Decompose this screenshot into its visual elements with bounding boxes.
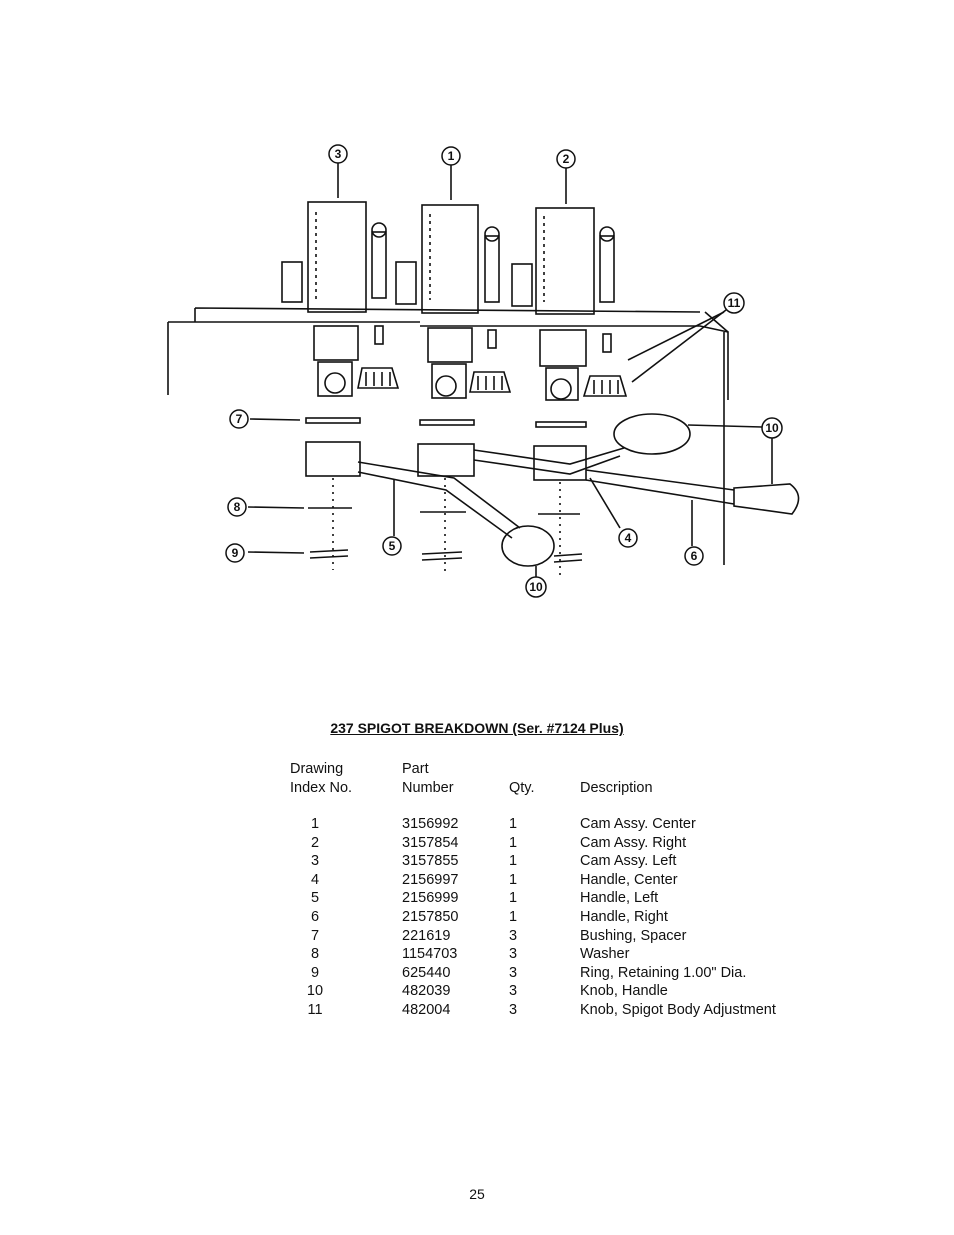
cell-part: 482004	[402, 1001, 451, 1018]
table-row: 2 3157854 1 Cam Assy. Right	[0, 834, 954, 853]
callout-11: 11	[728, 296, 741, 310]
table-row: 8 1154703 3 Washer	[0, 945, 954, 964]
callout-1: 1	[448, 149, 455, 163]
cell-index: 1	[310, 816, 320, 832]
callout-8: 8	[234, 500, 241, 514]
cell-description: Bushing, Spacer	[580, 927, 687, 944]
cell-description: Cam Assy. Left	[580, 853, 677, 870]
cell-description: Cam Assy. Right	[580, 834, 687, 851]
cell-description: Handle, Right	[580, 908, 668, 925]
header-index: Drawing Index No.	[290, 760, 352, 798]
table-row: 10 482039 3 Knob, Handle	[0, 982, 954, 1001]
callout-9: 9	[232, 546, 239, 560]
cell-description: Ring, Retaining 1.00" Dia.	[580, 964, 747, 981]
cell-index: 2	[310, 834, 320, 851]
header-part-line1: Part	[402, 761, 429, 777]
header-description: Description	[580, 780, 653, 796]
header-part-line2: Number	[402, 780, 454, 796]
callout-4: 4	[625, 531, 632, 545]
callout-6: 6	[691, 549, 698, 563]
cell-index: 11	[307, 1001, 323, 1018]
cell-qty: 1	[509, 834, 518, 851]
cell-qty: 3	[509, 983, 518, 1000]
cell-qty: 1	[509, 871, 518, 888]
cell-index: 9	[310, 964, 320, 981]
callout-5: 5	[389, 539, 396, 553]
page-title: 237 SPIGOT BREAKDOWN (Ser. #7124 Plus)	[330, 720, 624, 736]
table-row: 11 482004 3 Knob, Spigot Body Adjustment	[0, 1001, 954, 1020]
cell-qty: 1	[509, 853, 518, 870]
cell-index: 10	[306, 983, 324, 1000]
cell-description: Knob, Handle	[580, 983, 668, 1000]
cell-index: 8	[310, 946, 320, 963]
table-row: 5 2156999 1 Handle, Left	[0, 889, 954, 908]
cell-qty: 3	[509, 964, 518, 981]
table-row: 9 625440 3 Ring, Retaining 1.00" Dia.	[0, 964, 954, 983]
cell-qty: 3	[509, 946, 518, 963]
cell-part: 3156992	[402, 816, 459, 832]
cell-description: Handle, Center	[580, 871, 678, 888]
cell-part: 2156997	[402, 871, 459, 888]
cell-description: Washer	[580, 946, 630, 963]
cell-index: 5	[310, 890, 320, 907]
cell-qty: 1	[509, 908, 518, 925]
cell-qty: 1	[509, 890, 518, 907]
table-row: 3 3157855 1 Cam Assy. Left	[0, 852, 954, 871]
header-part: Part Number	[402, 760, 454, 798]
cell-description: Handle, Left	[580, 890, 659, 907]
table-row: 7 221619 3 Bushing, Spacer	[0, 927, 954, 946]
cell-part: 482039	[402, 983, 451, 1000]
cell-index: 4	[310, 871, 320, 888]
spigot-exploded-diagram: 3 1 2 11 7 10 8 5 4 6 9 10	[167, 144, 800, 598]
callout-3: 3	[335, 147, 342, 161]
header-qty: Qty.	[509, 780, 535, 796]
cell-part: 1154703	[402, 946, 458, 963]
callout-2: 2	[563, 152, 570, 166]
cell-part: 625440	[402, 964, 451, 981]
callout-10-bottom: 10	[529, 580, 543, 594]
callout-10-right: 10	[765, 421, 779, 435]
cell-description: Knob, Spigot Body Adjustment	[580, 1001, 776, 1018]
cell-qty: 3	[509, 1001, 518, 1018]
callout-7: 7	[236, 412, 243, 426]
cell-part: 2156999	[402, 890, 459, 907]
table-row: 6 2157850 1 Handle, Right	[0, 908, 954, 927]
cell-index: 3	[310, 853, 320, 870]
cell-index: 7	[310, 927, 320, 944]
cell-qty: 1	[509, 816, 518, 832]
cell-index: 6	[310, 908, 320, 925]
table-row: 1 3156992 1 Cam Assy. Center	[0, 815, 954, 834]
header-index-line1: Drawing	[290, 761, 344, 777]
table-row: 4 2156997 1 Handle, Center	[0, 871, 954, 890]
cell-part: 3157854	[402, 834, 459, 851]
cell-part: 2157850	[402, 908, 459, 925]
header-index-line2: Index No.	[290, 780, 353, 796]
cell-part: 221619	[402, 927, 451, 944]
cell-qty: 3	[509, 927, 518, 944]
cell-part: 3157855	[402, 853, 459, 870]
page-number: 25	[469, 1186, 485, 1202]
cell-description: Cam Assy. Center	[580, 816, 696, 832]
